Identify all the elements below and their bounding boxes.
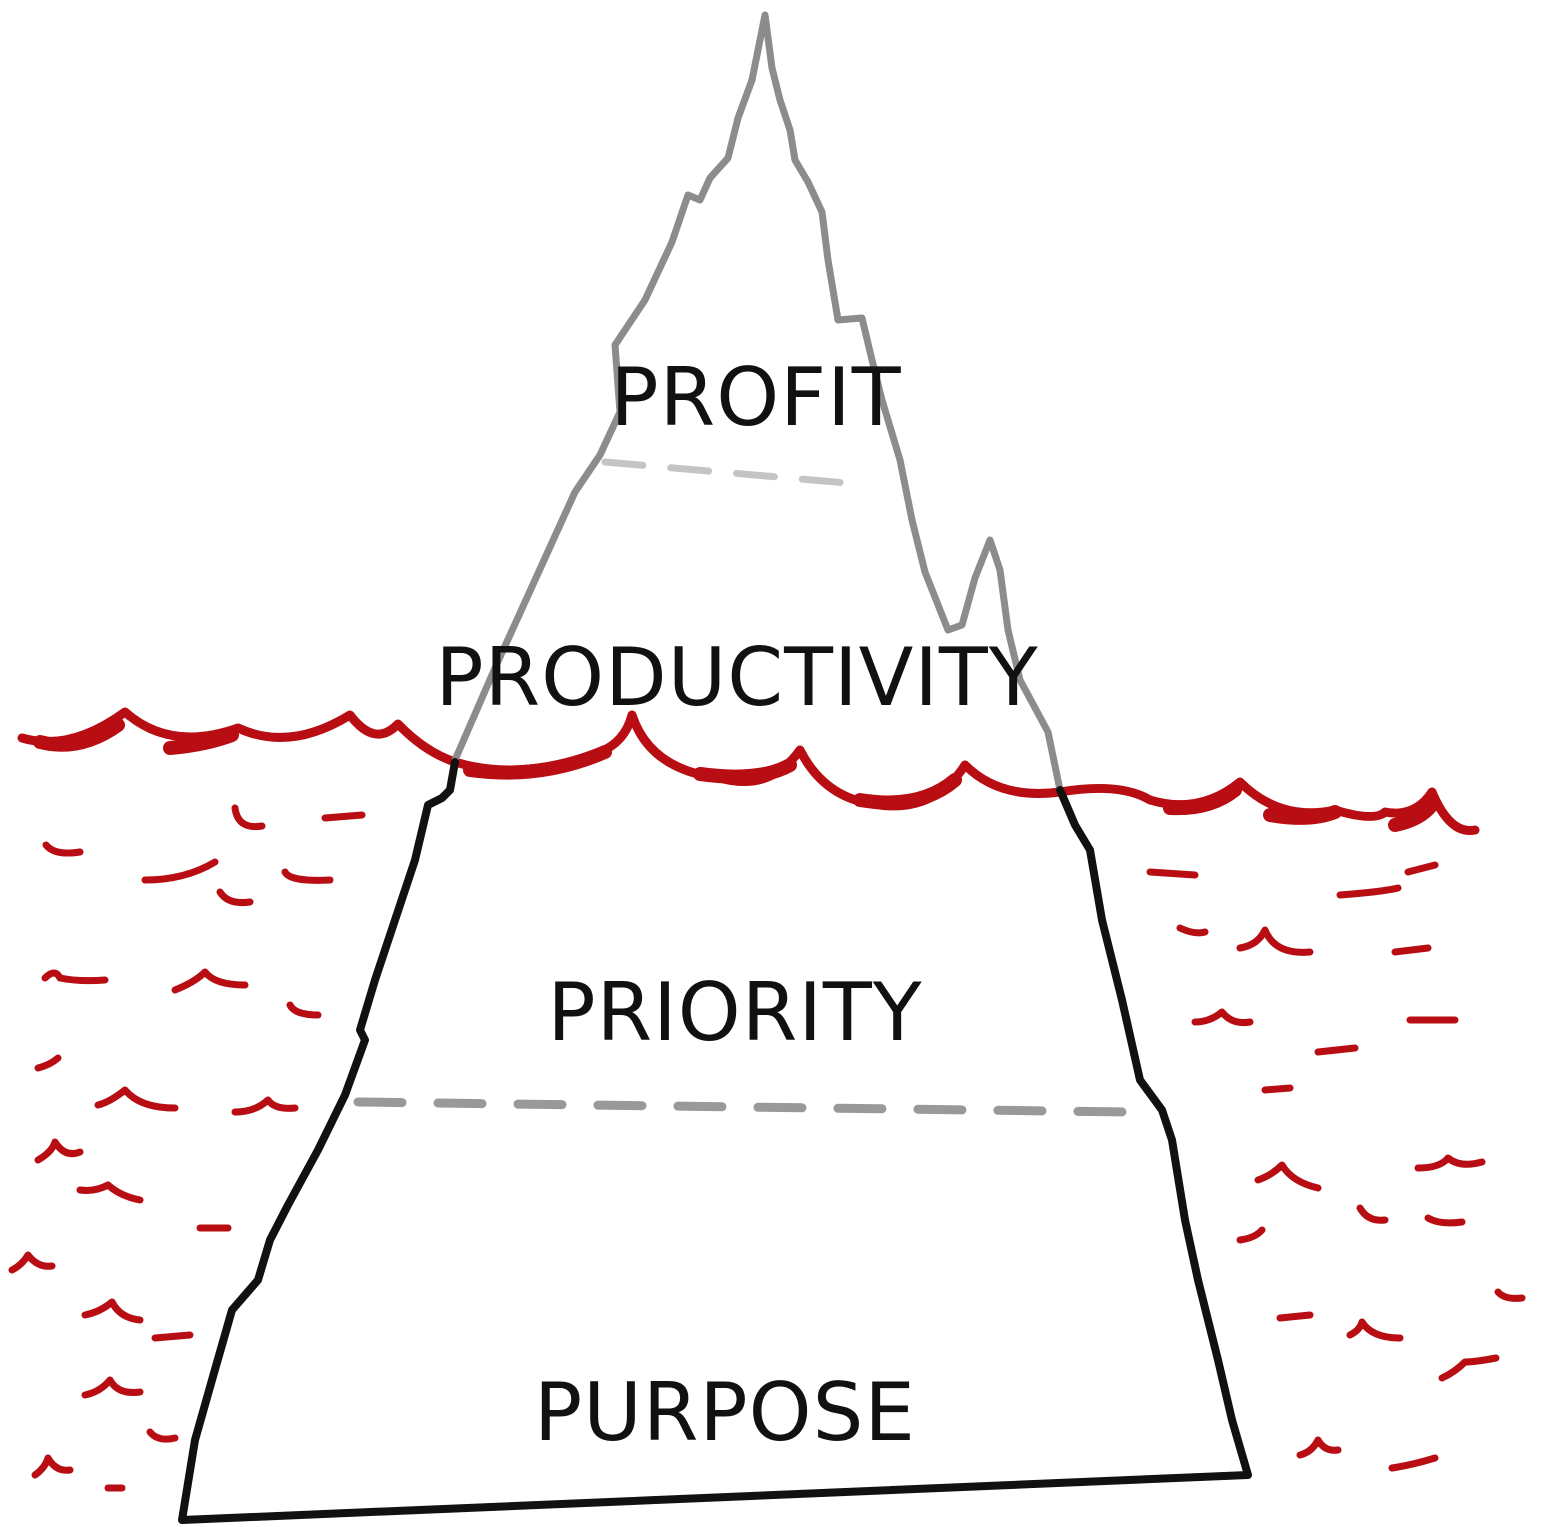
wave-mark	[42, 841, 84, 857]
wave-mark	[1438, 1354, 1500, 1382]
wave-mark	[81, 1376, 144, 1399]
layer-label-productivity: PRODUCTIVITY	[435, 631, 1038, 724]
wave-mark	[1356, 1204, 1389, 1224]
water-surface	[17, 707, 1480, 835]
wave-mark	[1146, 868, 1199, 879]
wave-mark	[1346, 1318, 1404, 1342]
waterline-wave-thick	[33, 718, 1439, 832]
wave-mark	[1414, 1154, 1486, 1172]
wave-mark	[231, 804, 366, 831]
wave-mark	[1191, 1008, 1254, 1026]
wave-mark	[1261, 1084, 1294, 1094]
wave-mark	[34, 1138, 84, 1164]
wave-mark	[76, 1181, 144, 1204]
layer-label-priority: PRIORITY	[547, 966, 922, 1059]
wave-mark	[216, 888, 254, 906]
wave-mark	[31, 1454, 74, 1479]
wave-mark	[1176, 924, 1209, 937]
wave-mark	[8, 1251, 56, 1274]
layer-label-purpose: PURPOSE	[534, 1366, 916, 1459]
layer-label-profit: PROFIT	[610, 351, 901, 444]
wave-mark	[151, 1331, 194, 1342]
wave-mark	[81, 1298, 144, 1324]
wave-mark	[1336, 861, 1439, 899]
wave-mark	[1314, 1044, 1359, 1056]
wave-mark	[94, 1086, 179, 1112]
dashed-divider-profit-productivity	[601, 458, 862, 488]
wave-mark	[1391, 944, 1432, 956]
iceberg-outline-above-water	[451, 11, 1064, 794]
right-wave-marks	[1146, 861, 1526, 1472]
wave-mark	[171, 968, 249, 994]
wave-mark	[34, 1054, 62, 1072]
wave-mark	[141, 858, 334, 884]
left-wave-marks	[8, 804, 366, 1492]
wave-mark	[286, 1001, 322, 1019]
wave-mark	[1388, 1454, 1439, 1472]
wave-mark	[1236, 1226, 1266, 1244]
wave-mark	[231, 1096, 299, 1116]
wave-mark	[1276, 1311, 1314, 1322]
dashed-divider-priority-purpose	[353, 1097, 1133, 1117]
wave-mark	[146, 1428, 179, 1443]
wave-mark	[1254, 1161, 1322, 1192]
iceberg-outline-below-water	[178, 758, 1252, 1524]
wave-mark	[1236, 926, 1314, 956]
wave-mark	[1296, 1436, 1342, 1459]
wave-mark	[41, 969, 109, 985]
wave-mark	[1494, 1288, 1526, 1302]
wave-mark	[1424, 1214, 1466, 1227]
